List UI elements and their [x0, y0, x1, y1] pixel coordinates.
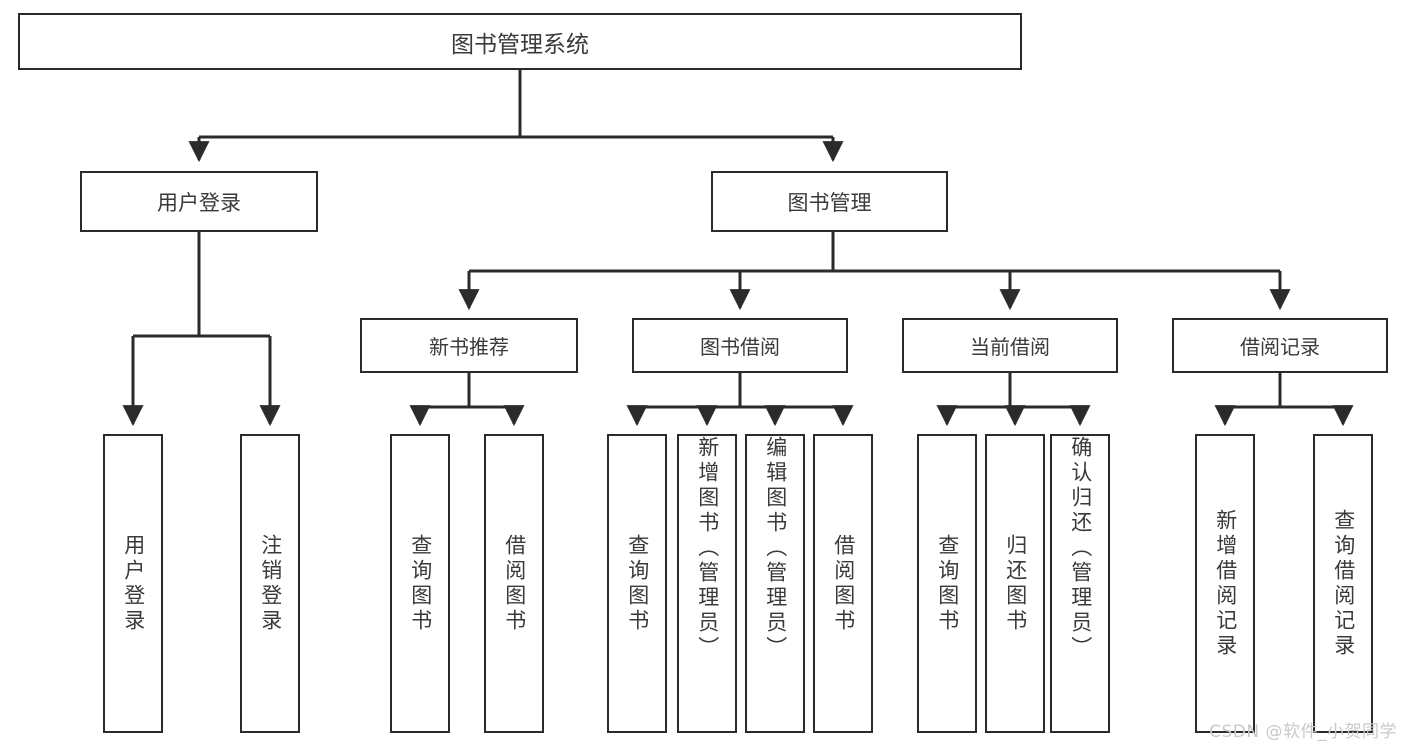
leaf-current-return-book[interactable]: 归还图书 — [985, 434, 1045, 733]
leaf-label: 编辑图书（管理员） — [763, 436, 788, 661]
leaf-label: 新增图书（管理员） — [695, 436, 720, 661]
leaf-user-login-signout[interactable]: 注销登录 — [240, 434, 300, 733]
node-book-borrow[interactable]: 图书借阅 — [632, 318, 848, 373]
node-new-book-recommend[interactable]: 新书推荐 — [360, 318, 578, 373]
leaf-label: 查询图书 — [935, 533, 960, 634]
node-current-borrow[interactable]: 当前借阅 — [902, 318, 1118, 373]
node-label: 新书推荐 — [429, 335, 509, 359]
node-label: 用户登录 — [157, 190, 241, 215]
node-label: 图书管理系统 — [451, 31, 589, 58]
node-borrow-record[interactable]: 借阅记录 — [1172, 318, 1388, 373]
node-label: 图书借阅 — [700, 335, 780, 359]
leaf-user-login-signin[interactable]: 用户登录 — [103, 434, 163, 733]
node-user-login[interactable]: 用户登录 — [80, 171, 318, 232]
node-root-system[interactable]: 图书管理系统 — [18, 13, 1022, 70]
leaf-label: 查询图书 — [408, 533, 433, 634]
leaf-borrow-edit-book-admin[interactable]: 编辑图书（管理员） — [745, 434, 805, 733]
leaf-borrow-query-book[interactable]: 查询图书 — [607, 434, 667, 733]
leaf-label: 查询借阅记录 — [1331, 508, 1356, 659]
node-label: 借阅记录 — [1240, 335, 1320, 359]
leaf-label: 确认归还（管理员） — [1068, 436, 1093, 661]
leaf-label: 新增借阅记录 — [1213, 508, 1238, 659]
leaf-borrow-add-book-admin[interactable]: 新增图书（管理员） — [677, 434, 737, 733]
leaf-recommend-query-book[interactable]: 查询图书 — [390, 434, 450, 733]
node-book-management[interactable]: 图书管理 — [711, 171, 948, 232]
leaf-record-add-record[interactable]: 新增借阅记录 — [1195, 434, 1255, 733]
leaf-label: 借阅图书 — [831, 533, 856, 634]
leaf-label: 查询图书 — [625, 533, 650, 634]
leaf-label: 借阅图书 — [502, 533, 527, 634]
leaf-borrow-borrow-book[interactable]: 借阅图书 — [813, 434, 873, 733]
leaf-label: 注销登录 — [258, 533, 283, 634]
leaf-record-query-record[interactable]: 查询借阅记录 — [1313, 434, 1373, 733]
watermark: CSDN @软件_小贺同学 — [1209, 722, 1397, 742]
leaf-current-confirm-return-admin[interactable]: 确认归还（管理员） — [1050, 434, 1110, 733]
leaf-label: 用户登录 — [121, 533, 146, 634]
node-label: 当前借阅 — [970, 335, 1050, 359]
leaf-label: 归还图书 — [1003, 533, 1028, 634]
leaf-recommend-borrow-book[interactable]: 借阅图书 — [484, 434, 544, 733]
node-label: 图书管理 — [787, 190, 872, 215]
leaf-current-query-book[interactable]: 查询图书 — [917, 434, 977, 733]
